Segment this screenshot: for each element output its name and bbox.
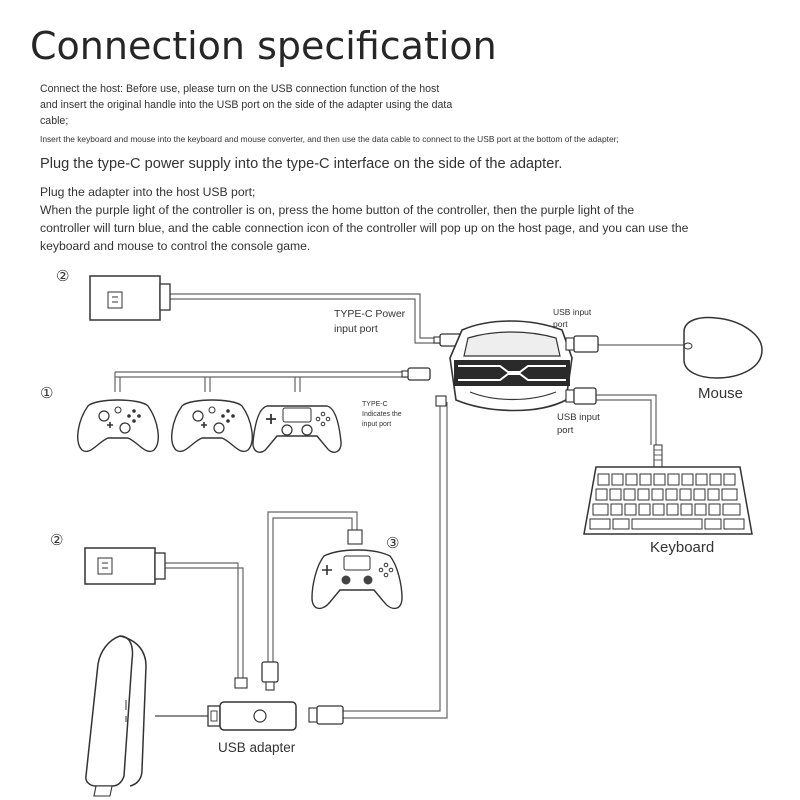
- usb-adapter-label: USB adapter: [218, 740, 296, 755]
- keyboard-label: Keyboard: [650, 539, 714, 556]
- instruction-line: Insert the keyboard and mouse into the k…: [40, 134, 619, 144]
- ps5-controller-icon: [311, 529, 403, 609]
- instruction-line: Plug the adapter into the host USB port;: [40, 185, 256, 199]
- typec-indicator-label: TYPE-C: [362, 401, 388, 408]
- page-title: Connection specification: [30, 24, 497, 68]
- typec-indicator-label: input port: [362, 421, 391, 428]
- step-badge: ③: [386, 535, 399, 552]
- adapter-hub-icon: [435, 320, 573, 412]
- usb-plug-icon: [308, 705, 344, 725]
- plug-icon: [401, 367, 431, 381]
- step-badge: ②: [56, 268, 69, 285]
- mouse-label: Mouse: [698, 385, 743, 402]
- typec-indicator-label: Indicates the: [362, 411, 402, 418]
- step-badge: ①: [40, 385, 53, 402]
- controller-icon: [76, 399, 160, 453]
- power-supply-top: [89, 275, 171, 321]
- controller-icon: [170, 399, 254, 453]
- plug-icon: [261, 661, 279, 691]
- usb-input-label: port: [553, 319, 568, 329]
- instruction-line: Connect the host: Before use, please tur…: [40, 83, 440, 95]
- usb-input-label: USB input: [557, 412, 600, 423]
- usb-plug-icon: [565, 335, 599, 353]
- usb-plug-icon: [565, 387, 597, 405]
- instruction-line: cable;: [40, 115, 69, 127]
- usb-adapter-icon: [207, 701, 297, 731]
- mouse-icon: [683, 316, 763, 379]
- ps5-console-icon: [85, 635, 147, 797]
- instruction-line: controller will turn blue, and the cable…: [40, 221, 689, 235]
- controller-icon: [252, 405, 342, 454]
- instruction-line: When the purple light of the controller …: [40, 203, 635, 217]
- keyboard-icon: [583, 444, 753, 535]
- step-badge: ②: [50, 532, 63, 549]
- plug-icon: [234, 677, 248, 689]
- usb-input-label: port: [557, 425, 574, 436]
- cable-lines: [114, 293, 684, 719]
- usb-input-label: USB input: [553, 307, 592, 317]
- instruction-line: Plug the type-C power supply into the ty…: [40, 156, 563, 172]
- instruction-line: and insert the original handle into the …: [40, 99, 453, 111]
- instruction-line: keyboard and mouse to control the consol…: [40, 239, 311, 253]
- typec-power-label: input port: [334, 323, 378, 335]
- power-supply-bottom: [84, 547, 166, 585]
- typec-power-label: TYPE-C Power: [334, 308, 406, 320]
